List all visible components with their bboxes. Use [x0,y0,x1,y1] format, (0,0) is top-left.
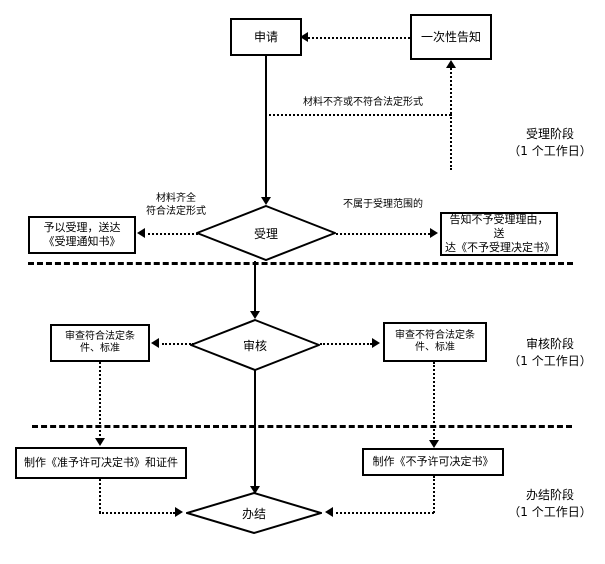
edge-incomplete-arrowhead [446,60,456,68]
stage-label-acceptance: 受理阶段 （1 个工作日） [500,126,600,161]
node-one-time-notice[interactable]: 一次性告知 [410,14,492,60]
node-review-pass-line2: 件、标准 [80,343,120,354]
edge-label-materials-complete-line1: 材料齐全 [156,193,196,204]
node-accept-yes[interactable]: 予以受理，送达 《受理通知书》 [28,216,136,254]
stage-label-review-name: 审核阶段 [525,337,574,351]
edge-review-to-fail-arrowhead [372,338,380,348]
stage-label-completion-name: 办结阶段 [525,488,574,502]
node-apply[interactable]: 申请 [230,18,302,56]
edge-label-materials-incomplete: 材料不齐或不符合法定形式 [303,97,423,108]
node-accept-yes-line1: 予以受理，送达 [43,221,121,235]
edge-notice-to-apply-arrowhead [300,32,308,42]
diamond-shape-finish [186,492,322,534]
stage-label-review: 审核阶段 （1 个工作日） [500,336,600,371]
edge-pass-to-make-permit-arrowhead [95,438,105,446]
edge-label-out-of-scope: 不属于受理范围的 [343,199,423,210]
node-make-permit[interactable]: 制作《准予许可决定书》和证件 [15,447,187,479]
node-review-pass-line1: 审查符合法定条 [65,330,135,342]
node-review-pass[interactable]: 审查符合法定条 件、标准 [50,324,150,362]
node-accept-decision[interactable]: 受理 [196,205,336,261]
edge-permit-to-finish-arrowhead [175,507,183,517]
stage-separator-acceptance [28,262,573,265]
node-accept-decision-label: 受理 [253,226,278,241]
diamond-shape-accept [196,205,336,261]
edge-refusal-to-finish-vertical [433,476,435,513]
edge-pass-to-make-permit [99,362,101,440]
node-review-fail[interactable]: 审查不符合法定条 件、标准 [383,322,487,362]
stage-separator-review [32,425,572,428]
edge-accept-to-no [336,233,430,235]
node-review-decision[interactable]: 审核 [190,319,320,371]
edge-label-materials-complete: 材料齐全 符合法定形式 [128,192,224,218]
stage-label-completion-duration: （1 个工作日） [508,505,592,520]
edge-review-to-finish-arrowhead [250,486,260,494]
edge-fail-to-make-refusal-arrowhead [429,440,439,448]
stage-label-acceptance-duration: （1 个工作日） [508,144,592,159]
node-one-time-notice-label: 一次性告知 [420,29,481,44]
node-finish-label: 办结 [241,506,266,521]
node-review-fail-line2: 件、标准 [415,342,455,353]
node-accept-yes-line2: 《受理通知书》 [43,235,121,248]
edge-permit-to-finish-vertical [99,479,101,513]
edge-review-to-pass-arrowhead [151,338,159,348]
edge-refusal-to-finish-horizontal [336,512,434,514]
edge-refusal-to-finish-arrowhead [325,507,333,517]
node-review-fail-line1: 审查不符合法定条 [395,329,475,341]
stage-label-acceptance-name: 受理阶段 [525,127,574,141]
edge-accept-to-review [254,261,256,313]
node-make-permit-label: 制作《准予许可决定书》和证件 [24,456,178,470]
edge-incomplete-vertical [450,114,452,170]
node-review-decision-label: 审核 [242,338,267,353]
node-make-refusal[interactable]: 制作《不予许可决定书》 [362,448,504,476]
edge-review-to-fail [320,343,372,345]
edge-review-to-pass [162,343,194,345]
stage-label-review-duration: （1 个工作日） [508,354,592,369]
node-accept-no[interactable]: 告知不予受理理由，送 达《不予受理决定书》 [440,212,558,256]
edge-accept-to-yes-arrowhead [137,228,145,238]
node-apply-label: 申请 [253,29,278,44]
edge-accept-to-no-arrowhead [430,228,438,238]
edge-permit-to-finish-horizontal [99,512,175,514]
node-make-refusal-label: 制作《不予许可决定书》 [372,455,494,469]
edge-apply-to-accept-arrowhead [261,197,271,205]
edge-incomplete-vertical-lower [450,68,452,114]
node-accept-no-line1: 告知不予受理理由，送 [449,213,549,241]
edge-incomplete-horizontal [265,114,451,116]
edge-accept-to-yes [148,233,198,235]
edge-label-materials-complete-line2: 符合法定形式 [146,206,206,217]
edge-review-to-finish [254,370,256,488]
stage-label-completion: 办结阶段 （1 个工作日） [500,487,600,522]
edge-accept-to-review-arrowhead [250,311,260,319]
node-finish[interactable]: 办结 [186,492,322,534]
edge-notice-to-apply [308,37,410,39]
edge-apply-to-accept [265,56,267,199]
node-accept-no-line2: 达《不予受理决定书》 [445,240,555,254]
edge-fail-to-make-refusal [433,362,435,442]
